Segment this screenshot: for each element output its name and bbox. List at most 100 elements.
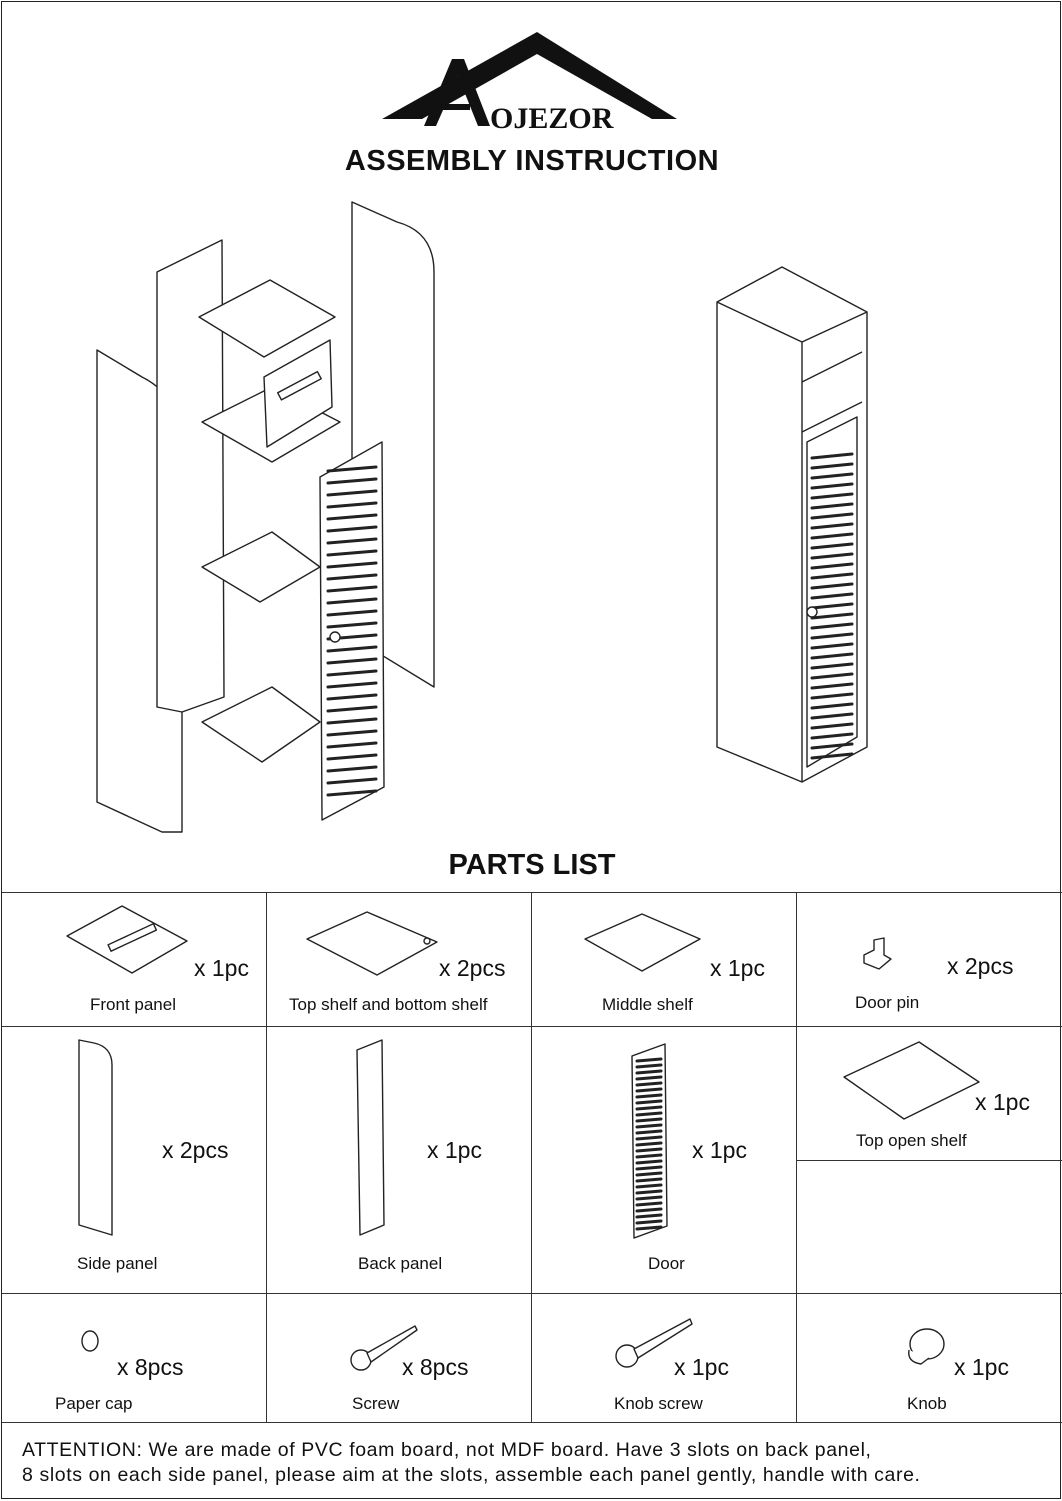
door-slat	[635, 1135, 663, 1141]
door-slat	[635, 1183, 663, 1189]
door-slat	[810, 602, 854, 610]
part-knob: x 1pc Knob	[797, 1294, 1062, 1423]
door-slat	[810, 592, 854, 600]
side-panel-icon	[78, 1039, 113, 1236]
door-slat	[635, 1153, 663, 1159]
door-slat	[810, 482, 854, 490]
back-panel-icon	[356, 1039, 385, 1236]
door-slat	[810, 692, 854, 700]
knob-screw-icon	[615, 1318, 693, 1368]
part-name: Knob screw	[614, 1394, 703, 1413]
door-slat	[326, 765, 378, 773]
part-qty: x 2pcs	[162, 1137, 229, 1163]
part-top-bottom-shelf: x 2pcs Top shelf and bottom shelf	[267, 893, 532, 1027]
top-open-shelf-icon	[843, 1041, 980, 1120]
part-qty: x 2pcs	[439, 955, 506, 981]
door-slat	[635, 1105, 663, 1111]
door-slat	[326, 789, 378, 797]
door-slat	[326, 669, 378, 677]
door-slat	[635, 1099, 663, 1105]
assembly-illustration	[96, 201, 868, 833]
door-slat	[326, 513, 378, 521]
door-slat	[810, 672, 854, 680]
door-slat	[810, 622, 854, 630]
door-slat	[635, 1165, 663, 1171]
brand-text: OJEZOR	[490, 102, 614, 135]
door-slat	[810, 632, 854, 640]
screw-icon	[350, 1325, 418, 1371]
shelf-icon	[306, 911, 438, 976]
door-slat	[810, 472, 854, 480]
part-name: Door pin	[855, 993, 920, 1012]
door-slat	[635, 1117, 663, 1123]
part-qty: x 1pc	[710, 955, 765, 981]
door-slat	[635, 1177, 663, 1183]
door-slat	[635, 1219, 663, 1225]
part-back-panel: x 1pc Back panel	[267, 1027, 532, 1294]
door-slat	[326, 645, 378, 653]
door-slat	[810, 642, 854, 650]
door-slat	[326, 693, 378, 701]
door-slat	[635, 1213, 663, 1219]
door-slat	[810, 452, 854, 460]
part-name: Top shelf and bottom shelf	[289, 995, 488, 1014]
door-slat	[635, 1093, 663, 1099]
part-qty: x 1pc	[954, 1354, 1009, 1380]
door-slat	[326, 489, 378, 497]
door-slat	[326, 525, 378, 533]
door-slat	[810, 712, 854, 720]
door-slat	[326, 681, 378, 689]
part-top-open-shelf: x 1pc Top open shelf	[797, 1027, 1062, 1161]
door-slat	[326, 717, 378, 725]
door-slat	[326, 621, 378, 629]
door-slat	[810, 662, 854, 670]
part-side-panel: x 2pcs Side panel	[2, 1027, 267, 1294]
door-slat	[326, 585, 378, 593]
part-name: Back panel	[358, 1254, 443, 1273]
door-slat	[810, 682, 854, 690]
part-name: Middle shelf	[602, 995, 693, 1014]
door-pin-icon	[863, 937, 892, 970]
part-middle-shelf: x 1pc Middle shelf	[532, 893, 797, 1027]
door-slat	[810, 722, 854, 730]
middle-shelf-icon	[584, 913, 701, 972]
door-slat	[810, 532, 854, 540]
door-slat	[810, 572, 854, 580]
door-slat	[326, 501, 378, 509]
attention-note: ATTENTION: We are made of PVC foam board…	[22, 1438, 1052, 1488]
door-slat	[326, 753, 378, 761]
door-slat	[810, 582, 854, 590]
part-door: x 1pc Door	[532, 1027, 797, 1294]
door-slat	[810, 652, 854, 660]
door-slat	[635, 1063, 663, 1069]
door-slat	[810, 522, 854, 530]
door-slat	[326, 561, 378, 569]
parts-list-title: PARTS LIST	[448, 849, 616, 881]
part-name: Top open shelf	[856, 1131, 967, 1150]
part-name: Door	[648, 1254, 685, 1273]
door-slat	[635, 1075, 663, 1081]
part-door-pin: x 2pcs Door pin	[797, 893, 1062, 1027]
part-knob-screw: x 1pc Knob screw	[532, 1294, 797, 1423]
door-slat	[326, 573, 378, 581]
door-slat	[635, 1159, 663, 1165]
part-name: Front panel	[90, 995, 176, 1014]
part-qty: x 1pc	[194, 955, 249, 981]
door-slat	[326, 657, 378, 665]
part-front-panel: x 1pc Front panel	[2, 893, 267, 1027]
door-slat	[326, 549, 378, 557]
door-slat	[635, 1111, 663, 1117]
door-slat	[635, 1225, 663, 1231]
door-slat	[810, 542, 854, 550]
part-screw: x 8pcs Screw	[267, 1294, 532, 1423]
door-icon	[631, 1043, 668, 1239]
part-qty: x 8pcs	[402, 1354, 469, 1380]
paper-cap-icon	[81, 1330, 99, 1352]
door-slat	[635, 1129, 663, 1135]
door-slat	[326, 741, 378, 749]
door-slat	[810, 742, 854, 750]
door-slat	[326, 597, 378, 605]
empty-cell	[797, 1161, 1062, 1294]
door-slat	[810, 492, 854, 500]
